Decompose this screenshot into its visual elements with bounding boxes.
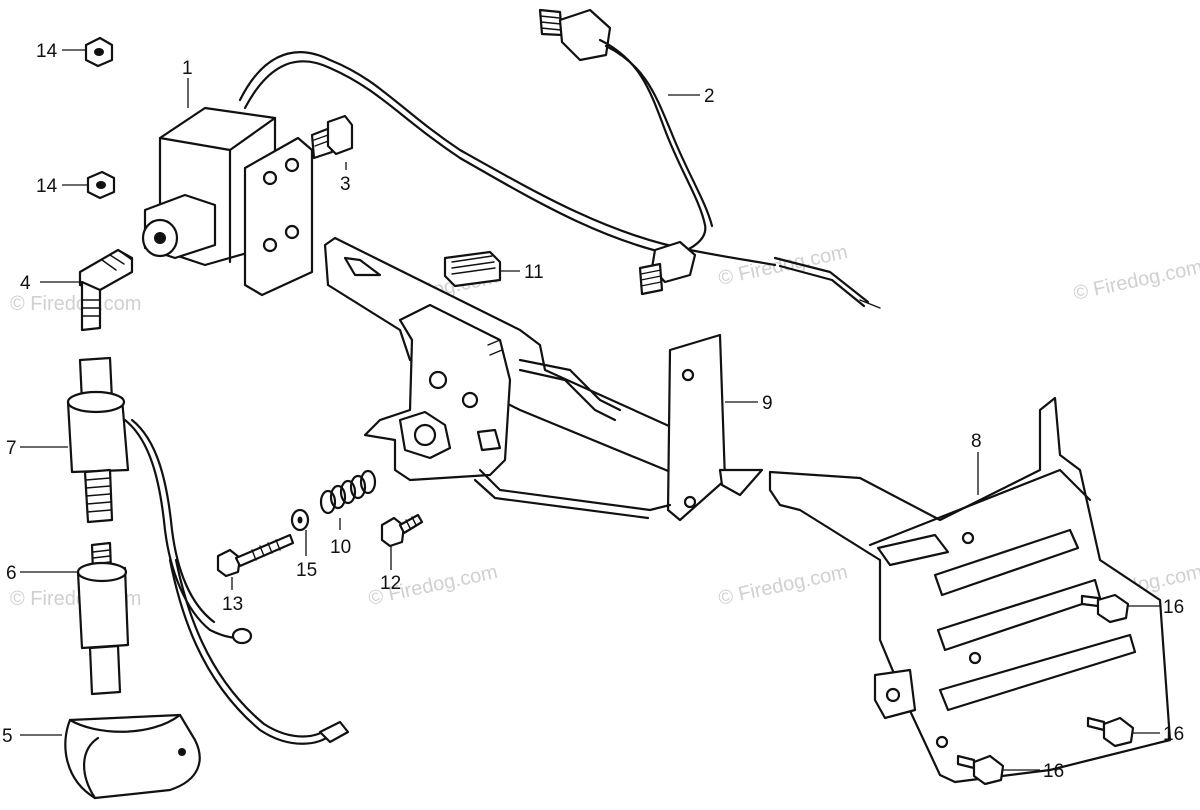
callout-9: 9 (762, 393, 773, 414)
callout-16b: 16 (1163, 724, 1184, 745)
nut-14a-part[interactable] (84, 36, 114, 68)
watermark-text: © Firedog.com (716, 241, 849, 290)
clamp-part[interactable] (64, 713, 201, 800)
callout-10: 10 (330, 537, 351, 558)
coil-wire (238, 51, 881, 309)
callout-3: 3 (340, 174, 351, 195)
bolt-13-part[interactable] (216, 533, 295, 578)
callout-14a: 14 (36, 41, 58, 62)
callout-4: 4 (20, 273, 31, 294)
watermark-text: © Firedog.com (1071, 256, 1200, 305)
bolt-16c-part[interactable] (956, 754, 1005, 786)
control-bracket-part[interactable] (323, 236, 764, 522)
callout-12: 12 (380, 573, 401, 594)
stop-switch-part[interactable] (538, 8, 714, 296)
bolt-3-part[interactable] (310, 114, 354, 160)
plug-cap-part[interactable] (78, 248, 134, 332)
callout-6: 6 (6, 563, 17, 584)
guard-plate-part[interactable] (768, 396, 1172, 784)
boot-7-part[interactable] (66, 356, 350, 745)
spark-plug-part[interactable] (76, 541, 130, 696)
watermark-text: © Firedog.com (716, 561, 849, 610)
connector-11-part[interactable] (443, 250, 502, 288)
bolt-16a-part[interactable] (1080, 593, 1130, 624)
callout-5: 5 (2, 726, 13, 747)
leader-lines (20, 49, 1160, 771)
watermark-text: © Firedog.com (10, 293, 141, 315)
bolt-12-part[interactable] (380, 513, 424, 548)
washer-part[interactable] (290, 508, 310, 532)
spring-part[interactable] (319, 469, 377, 515)
callout-16c: 16 (1043, 761, 1064, 782)
callout-8: 8 (971, 431, 982, 452)
callout-1: 1 (182, 58, 193, 79)
callout-11: 11 (524, 262, 544, 283)
callout-13: 13 (222, 594, 243, 615)
callout-14b: 14 (36, 176, 58, 197)
callouts: 1 2 3 4 5 6 7 8 9 10 11 12 13 14 14 15 1… (2, 41, 1184, 782)
callout-16a: 16 (1163, 597, 1184, 618)
callout-15: 15 (296, 560, 317, 581)
nut-14b-part[interactable] (86, 170, 116, 200)
ignition-coil-part[interactable] (141, 106, 314, 297)
callout-2: 2 (704, 86, 715, 107)
bolt-16b-part[interactable] (1086, 716, 1135, 748)
callout-7: 7 (6, 438, 17, 459)
